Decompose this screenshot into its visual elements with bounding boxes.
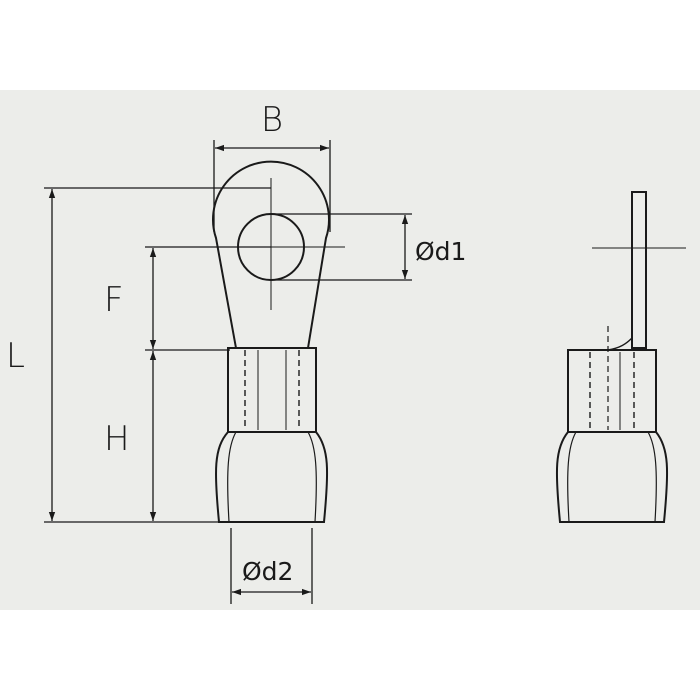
dimension-f [145, 246, 271, 351]
label-l: L [6, 336, 25, 376]
side-sleeve-collar [567, 349, 657, 433]
dimension-d2 [230, 528, 313, 604]
label-d1: Ød1 [415, 237, 466, 266]
sleeve-collar [227, 347, 317, 433]
label-b: B [261, 100, 283, 140]
front-view-terminal [200, 160, 345, 523]
sleeve-flare [214, 431, 329, 523]
side-view-terminal [555, 191, 686, 523]
label-f: F [104, 280, 124, 320]
dimension-l [44, 187, 271, 523]
dimension-d1 [271, 213, 412, 281]
side-sleeve-flare [555, 431, 669, 523]
sleeve-flare-inner [227, 431, 317, 523]
label-d2: Ød2 [242, 557, 293, 586]
dimension-b [213, 140, 331, 232]
side-tongue [631, 191, 647, 349]
label-h: H [104, 419, 130, 459]
side-tongue-bend [607, 337, 633, 351]
